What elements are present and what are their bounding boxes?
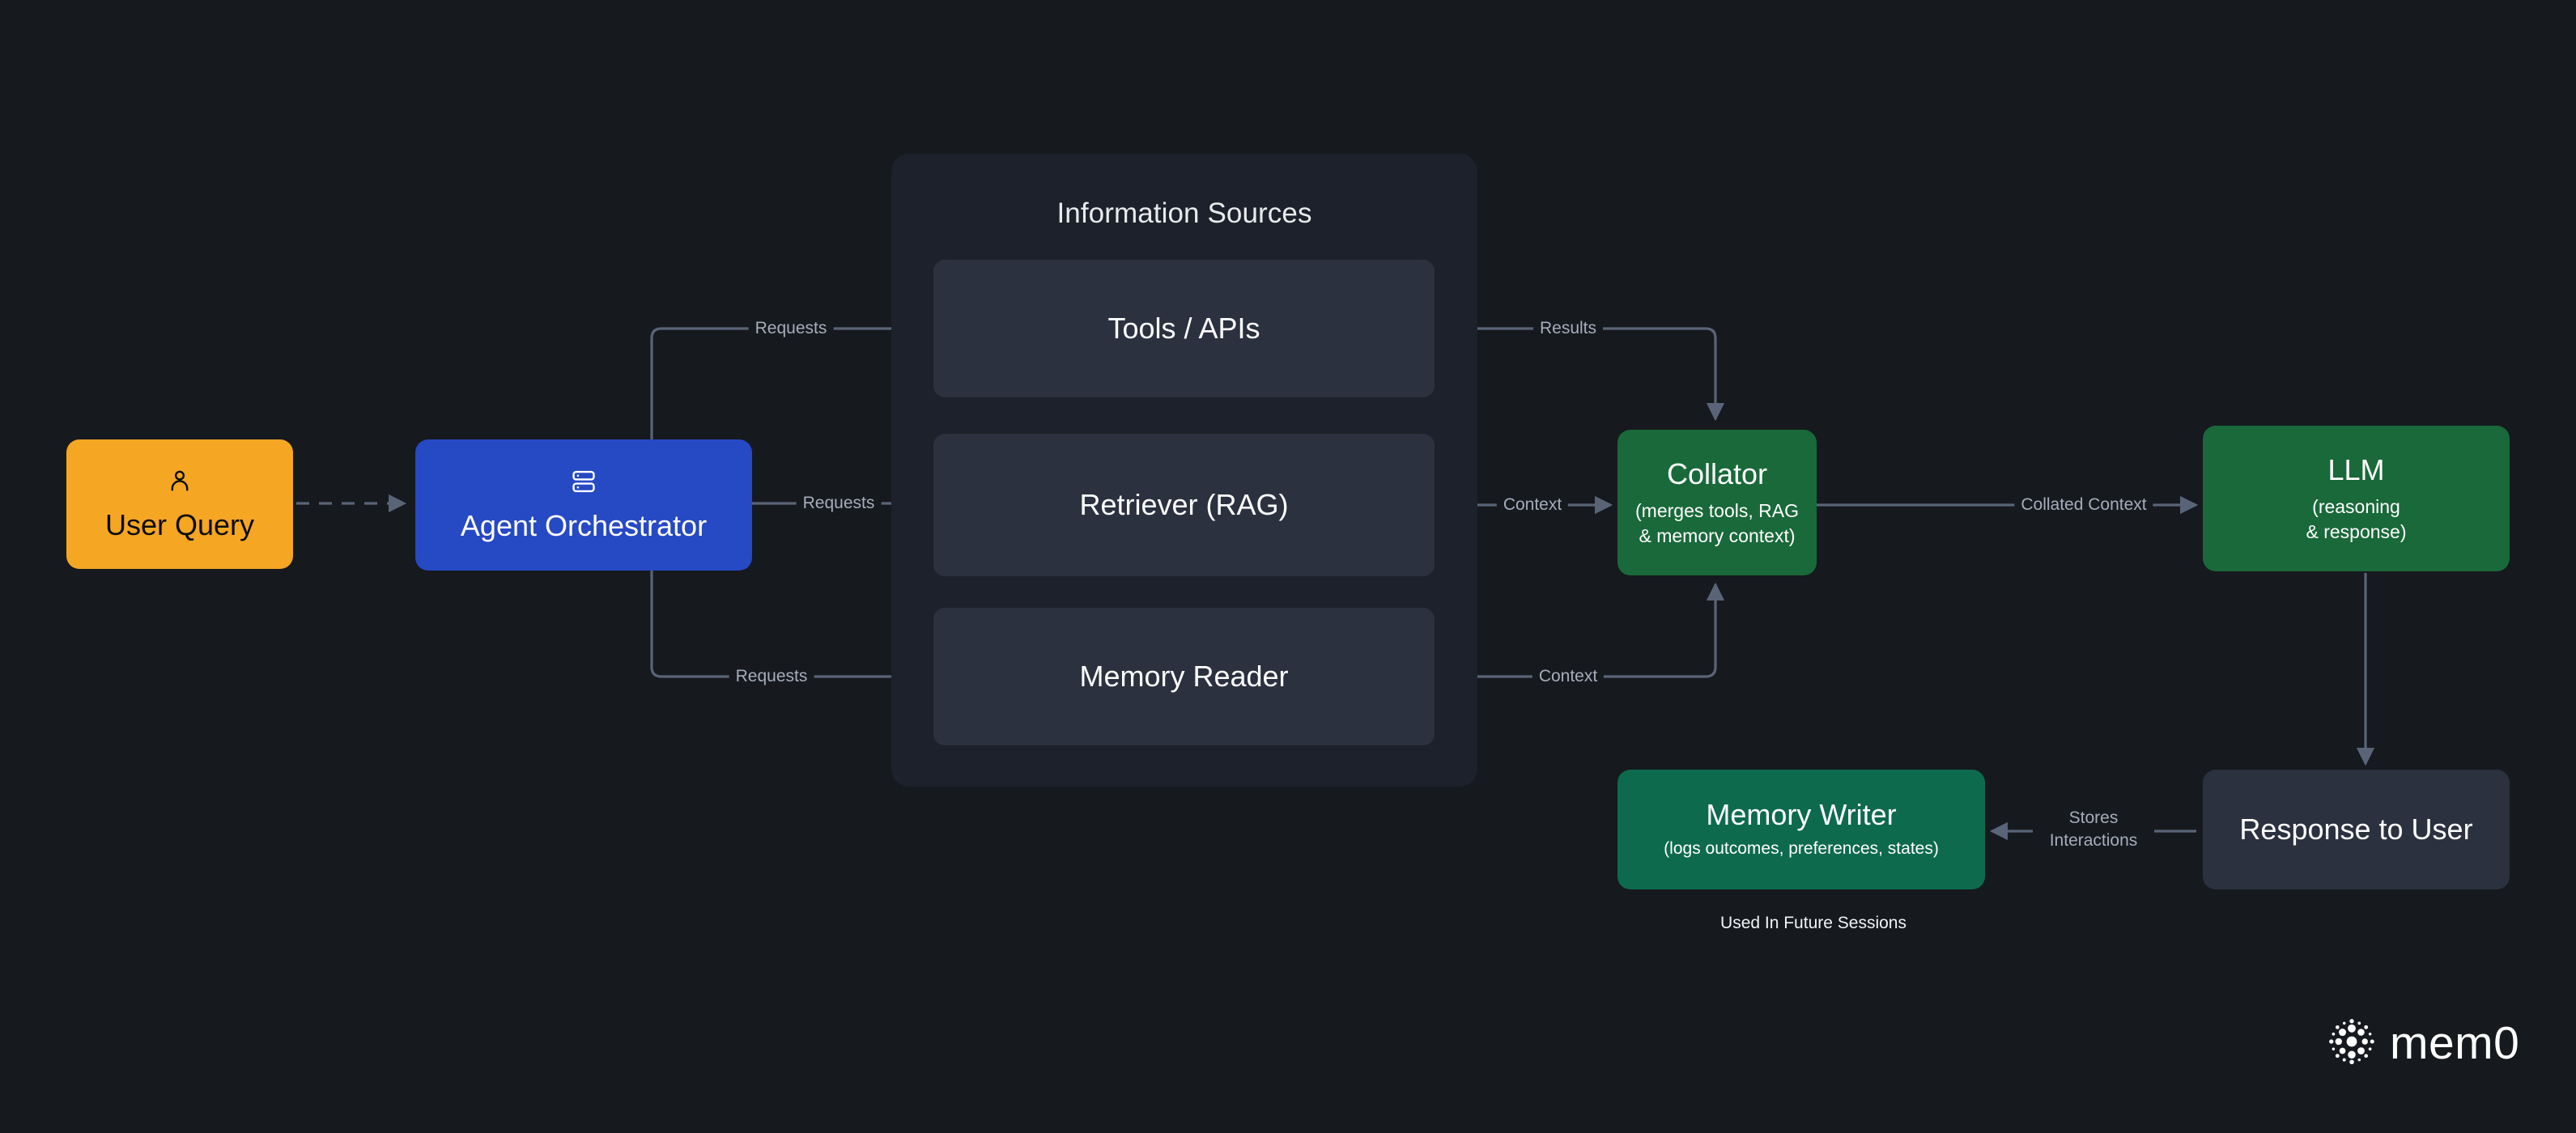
person-icon	[166, 467, 193, 499]
node-collator-sub-line1: (merges tools, RAG	[1635, 499, 1799, 521]
edge-memory-to-collator	[1435, 582, 1725, 678]
edge-label-context-memory: Context	[1532, 664, 1605, 689]
node-user-query-label: User Query	[104, 507, 255, 541]
node-retriever-rag-label: Retriever (RAG)	[1079, 488, 1289, 522]
edge-agent-to-tools	[650, 319, 925, 439]
server-icon	[570, 468, 597, 499]
node-agent-orchestrator[interactable]: Agent Orchestrator	[415, 439, 752, 571]
edge-label-context-retriever: Context	[1496, 493, 1569, 517]
node-collator[interactable]: Collator (merges tools, RAG & memory con…	[1617, 430, 1817, 575]
node-tools-apis-label: Tools / APIs	[1107, 312, 1260, 346]
edge-label-stores-interactions: Stores Interactions	[2033, 806, 2154, 853]
node-agent-orchestrator-label: Agent Orchestrator	[460, 508, 708, 542]
node-response-to-user[interactable]: Response to User	[2203, 770, 2510, 889]
edge-label-requests-retriever: Requests	[796, 491, 882, 516]
mem0-radial-dots-logo	[2328, 1018, 2375, 1069]
edge-label-collated-context: Collated Context	[2014, 493, 2153, 517]
node-memory-writer[interactable]: Memory Writer (logs outcomes, preference…	[1617, 770, 1985, 889]
edge-label-requests-memory: Requests	[729, 664, 814, 689]
node-memory-reader-label: Memory Reader	[1079, 660, 1289, 694]
node-llm-sub-line2: & response)	[2306, 520, 2407, 542]
node-llm-label: LLM	[2327, 452, 2385, 486]
node-tools-apis[interactable]: Tools / APIs	[933, 260, 1435, 397]
edge-label-stores-line2: Interactions	[2049, 831, 2138, 850]
node-response-to-user-label: Response to User	[2239, 813, 2473, 847]
edge-tools-to-collator	[1435, 327, 1725, 422]
node-llm-sub-line1: (reasoning	[2312, 495, 2400, 517]
node-memory-writer-label: Memory Writer	[1706, 798, 1897, 832]
mem0-brand: mem0	[2328, 1018, 2519, 1069]
node-collator-label: Collator	[1666, 456, 1768, 490]
edge-label-results-tools: Results	[1532, 316, 1604, 341]
edge-label-requests-tools: Requests	[748, 316, 834, 341]
node-memory-writer-sub: (logs outcomes, preferences, states)	[1664, 839, 1939, 859]
caption-used-in-future-sessions: Used In Future Sessions	[1720, 914, 1906, 932]
node-retriever-rag[interactable]: Retriever (RAG)	[933, 434, 1435, 576]
node-user-query[interactable]: User Query	[66, 439, 293, 569]
edge-label-stores-line1: Stores	[2068, 808, 2119, 827]
node-collator-sub-line2: & memory context)	[1639, 524, 1796, 546]
node-memory-reader[interactable]: Memory Reader	[933, 608, 1435, 745]
edge-agent-to-memory	[650, 571, 925, 686]
mem0-wordmark: mem0	[2390, 1017, 2520, 1069]
node-llm[interactable]: LLM (reasoning & response)	[2203, 426, 2510, 571]
information-sources-title: Information Sources	[1056, 197, 1312, 229]
